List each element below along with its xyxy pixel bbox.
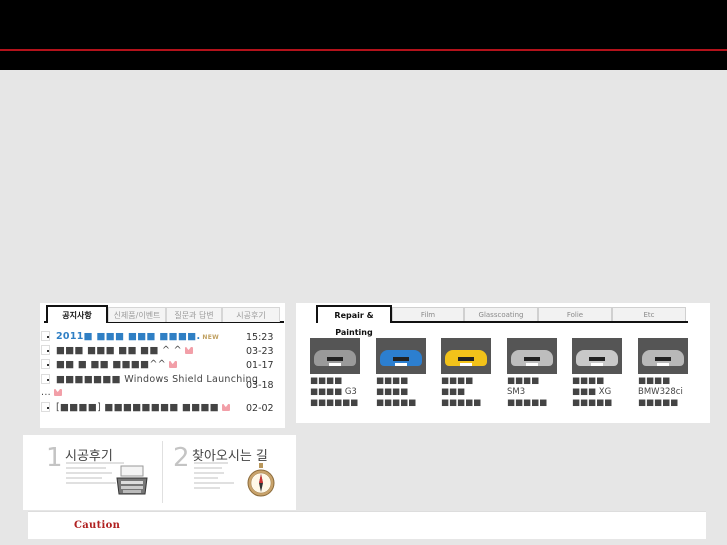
- tab-new-product-event[interactable]: 신제품/이벤트: [108, 307, 166, 322]
- list-item[interactable]: [■■■■] ■■■■■■■■ ■■■■ 02-02: [40, 402, 285, 416]
- notice-title[interactable]: ■■ ■ ■■ ■■■■^^: [56, 359, 177, 370]
- notice-title[interactable]: 2011■ ■■■ ■■■ ■■■■.NEW: [56, 331, 220, 342]
- notice-title[interactable]: ■■■ ■■■ ■■ ■■ ^ ^: [56, 345, 193, 356]
- gallery-thumbnail[interactable]: [376, 338, 426, 374]
- notice-date: 02-02: [246, 403, 274, 414]
- tab-qna[interactable]: 질문과 답변: [166, 307, 222, 322]
- tab-install-review[interactable]: 시공후기: [222, 307, 280, 322]
- caption-line: ■■■■: [376, 376, 409, 386]
- bottom-banner: 1 시공후기 2 찾아오시는 길: [23, 435, 296, 510]
- gallery-thumbnail[interactable]: [507, 338, 557, 374]
- gallery-tabs: Repair & Painting Film Glasscoating Foli…: [316, 305, 688, 337]
- banner-description: [66, 462, 126, 487]
- caption-line: ■■■■■: [376, 398, 417, 408]
- gallery-panel: Repair & Painting Film Glasscoating Foli…: [296, 303, 710, 423]
- caution-logo: Caution: [74, 520, 121, 531]
- caption-line: ■■■■: [376, 387, 409, 397]
- list-item[interactable]: 2011■ ■■■ ■■■ ■■■■.NEW 15:23: [40, 331, 285, 345]
- bullet-icon: [41, 374, 50, 384]
- caption-line: ■■■■: [310, 376, 343, 386]
- gallery-caption[interactable]: ■■■■BMW328ci■■■■■: [638, 376, 698, 409]
- heart-icon: [53, 387, 62, 396]
- tab-etc[interactable]: Etc: [612, 307, 686, 321]
- notice-title[interactable]: ■■■■■■■ Windows Shield Launching: [56, 374, 259, 385]
- banner-number: 1: [46, 443, 63, 473]
- gallery-caption[interactable]: ■■■■■■■■■■■■: [441, 376, 501, 409]
- list-item[interactable]: ■■■ ■■■ ■■ ■■ ^ ^ 03-23: [40, 345, 285, 359]
- gallery-thumbnail[interactable]: [441, 338, 491, 374]
- caption-line: ■■■■■: [638, 398, 679, 408]
- caption-line: ■■■■: [441, 376, 474, 386]
- tab-glasscoating[interactable]: Glasscoating: [464, 307, 538, 321]
- tab-notice[interactable]: 공지사항: [46, 305, 108, 323]
- gallery-caption[interactable]: ■■■■■■■ XG■■■■■: [572, 376, 632, 409]
- gallery-thumbnail[interactable]: [310, 338, 360, 374]
- caption-line: ■■■■ G3: [310, 387, 357, 397]
- caption-line: ■■■■: [572, 376, 605, 386]
- typewriter-icon: [116, 465, 148, 495]
- top-header-bar: [0, 0, 727, 70]
- tab-film[interactable]: Film: [392, 307, 464, 321]
- new-badge: NEW: [202, 334, 220, 341]
- banner-title[interactable]: 시공후기: [65, 449, 113, 464]
- caption-line: ■■■: [441, 387, 466, 397]
- bullet-icon: [41, 402, 50, 412]
- header-red-line: [0, 49, 727, 51]
- notice-date: 03-23: [246, 346, 274, 357]
- notice-title-continued[interactable]: ...: [41, 387, 62, 398]
- caption-line: ■■■■■: [572, 398, 613, 408]
- notice-tabs: 공지사항 신제품/이벤트 질문과 답변 시공후기: [44, 305, 284, 323]
- caption-line: ■■■ XG: [572, 387, 612, 397]
- gallery-caption[interactable]: ■■■■■■■■■■■■■: [376, 376, 436, 409]
- banner-number: 2: [173, 443, 190, 473]
- heart-icon: [184, 345, 193, 354]
- compass-icon: [247, 463, 275, 497]
- tab-folie[interactable]: Folie: [538, 307, 612, 321]
- tab-repair-painting[interactable]: Repair & Painting: [316, 305, 392, 337]
- caption-line: ■■■■: [507, 376, 540, 386]
- heart-icon: [222, 402, 231, 411]
- caption-line: BMW328ci: [638, 387, 683, 397]
- notice-title[interactable]: [■■■■] ■■■■■■■■ ■■■■: [56, 402, 231, 413]
- bullet-icon: [41, 359, 50, 369]
- footer-bar: Caution: [28, 511, 706, 539]
- list-item[interactable]: ■■■■■■■ Windows Shield Launching 03-18 .…: [40, 374, 285, 400]
- list-item[interactable]: ■■ ■ ■■ ■■■■^^ 01-17: [40, 359, 285, 373]
- notice-board: 공지사항 신제품/이벤트 질문과 답변 시공후기 2011■ ■■■ ■■■ ■…: [40, 303, 285, 428]
- gallery-thumbnail[interactable]: [638, 338, 688, 374]
- gallery-caption[interactable]: ■■■■SM3■■■■■: [507, 376, 567, 409]
- gallery-caption[interactable]: ■■■■■■■■ G3■■■■■■: [310, 376, 370, 409]
- gallery-thumbnail[interactable]: [572, 338, 622, 374]
- heart-icon: [168, 359, 177, 368]
- caption-line: ■■■■■: [441, 398, 482, 408]
- caption-line: SM3: [507, 387, 526, 397]
- notice-date: 01-17: [246, 360, 274, 371]
- notice-date: 03-18: [246, 380, 274, 391]
- bullet-icon: [41, 345, 50, 355]
- banner-description: [194, 462, 254, 492]
- banner-divider: [162, 441, 163, 503]
- caption-line: ■■■■: [638, 376, 671, 386]
- notice-date: 15:23: [246, 332, 274, 343]
- caption-line: ■■■■■: [507, 398, 548, 408]
- caption-line: ■■■■■■: [310, 398, 359, 408]
- banner-title[interactable]: 찾아오시는 길: [192, 449, 268, 464]
- bullet-icon: [41, 331, 50, 341]
